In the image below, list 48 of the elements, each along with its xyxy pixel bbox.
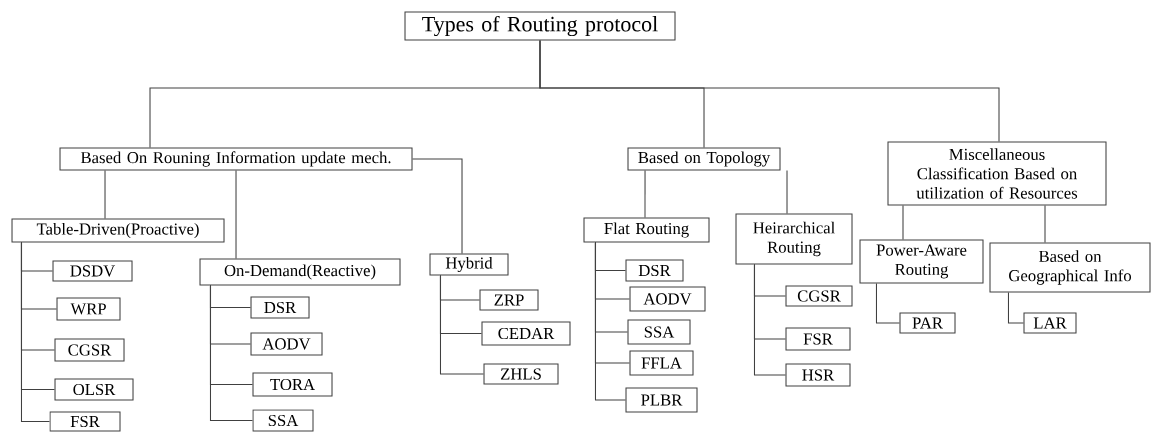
connector-line <box>753 264 786 376</box>
protocol-box: FSR <box>785 327 851 351</box>
category-box: Based On Rouning Information update mech. <box>59 147 413 171</box>
protocol-box: FFLA <box>629 350 694 376</box>
category-box: Miscellaneous Classification Based on utilization of Resources <box>887 141 1107 206</box>
protocol-box: SSA <box>252 409 314 432</box>
protocol-box: CGSR <box>54 338 125 362</box>
category-box: Hybrid <box>429 253 509 276</box>
category-box: Based on Topology <box>627 147 781 171</box>
category-box: Based on Geographical Info <box>989 242 1151 293</box>
category-box: On-Demand(Reactive) <box>199 258 401 286</box>
protocol-box: SSA <box>627 319 691 345</box>
connector-line <box>786 170 788 214</box>
category-box: Table-Driven(Proactive) <box>11 218 225 243</box>
category-box: Heirarchical Routing <box>735 213 853 265</box>
protocol-box: LAR <box>1023 312 1077 334</box>
protocol-box: CGSR <box>785 285 853 307</box>
protocol-box: AODV <box>250 332 323 356</box>
protocol-box: TORA <box>252 372 333 397</box>
connector-line <box>209 285 253 421</box>
connector-line <box>539 40 1000 142</box>
connector-line <box>20 242 50 422</box>
protocol-box: PLBR <box>625 387 698 413</box>
protocol-box: DSR <box>250 296 310 319</box>
protocol-box: WRP <box>56 297 121 321</box>
protocol-box: FSR <box>49 411 121 432</box>
protocol-box: HSR <box>785 363 851 387</box>
protocol-box: AODV <box>629 286 706 312</box>
connector-line <box>1044 205 1046 243</box>
root-box: Types of Routing protocol <box>404 11 676 41</box>
connector-line <box>644 170 646 218</box>
protocol-box: DSR <box>625 259 684 282</box>
connector-line <box>902 205 904 240</box>
connector-line <box>412 158 463 254</box>
connector-line <box>594 242 626 401</box>
protocol-box: ZHLS <box>483 363 559 385</box>
connector-line <box>1007 292 1024 324</box>
connector-line <box>235 170 237 259</box>
connector-line <box>439 275 484 375</box>
connector-line <box>875 283 900 324</box>
connector-line <box>104 170 106 219</box>
protocol-box: CEDAR <box>481 321 571 346</box>
category-box: Flat Routing <box>583 217 710 243</box>
protocol-box: PAR <box>899 312 956 334</box>
protocol-box: OLSR <box>54 378 134 401</box>
category-box: Power-Aware Routing <box>859 239 984 284</box>
protocol-box: DSDV <box>52 260 133 282</box>
protocol-box: ZRP <box>479 289 539 311</box>
